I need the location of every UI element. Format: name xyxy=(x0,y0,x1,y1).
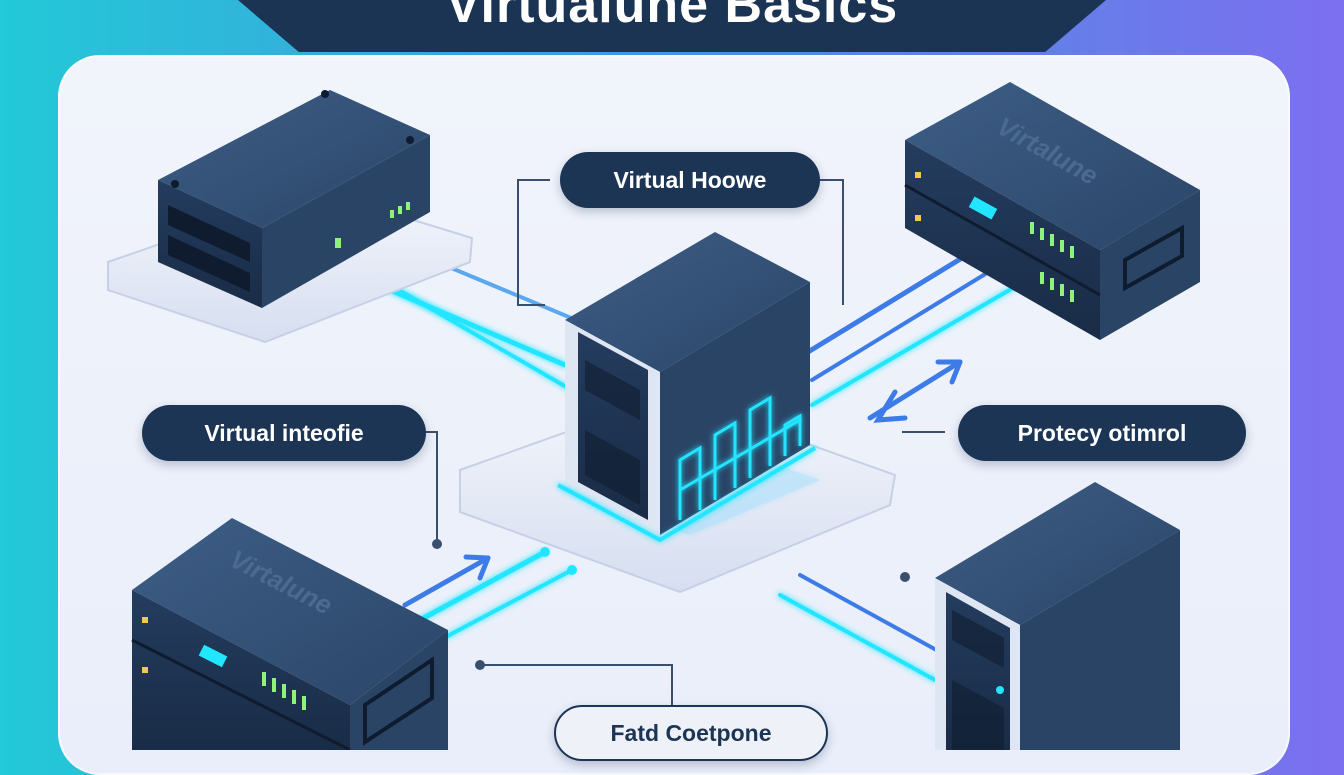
server-center-tower xyxy=(557,232,817,543)
label-right: Protecy otimrol xyxy=(958,405,1246,461)
page-title: Virtualune Basics xyxy=(445,0,899,34)
server-top-right: Virtalune xyxy=(904,82,1200,340)
flow-arrows xyxy=(402,359,963,608)
server-top-left xyxy=(107,90,474,344)
label-top: Virtual Hoowe xyxy=(560,152,820,208)
title-banner: Virtualune Basics xyxy=(238,0,1106,52)
label-bottom: Fatd Coetpone xyxy=(554,705,828,761)
server-bottom-right xyxy=(935,482,1180,750)
server-bottom-left: Virtalune xyxy=(131,518,448,750)
arrow-left-icon xyxy=(873,389,908,423)
label-left: Virtual inteofie xyxy=(142,405,426,461)
network-diagram: Virtalune V xyxy=(107,82,1200,750)
callout-lines xyxy=(398,179,945,705)
arrow-up-right-icon xyxy=(402,554,491,608)
equalizer-icon xyxy=(678,395,802,520)
